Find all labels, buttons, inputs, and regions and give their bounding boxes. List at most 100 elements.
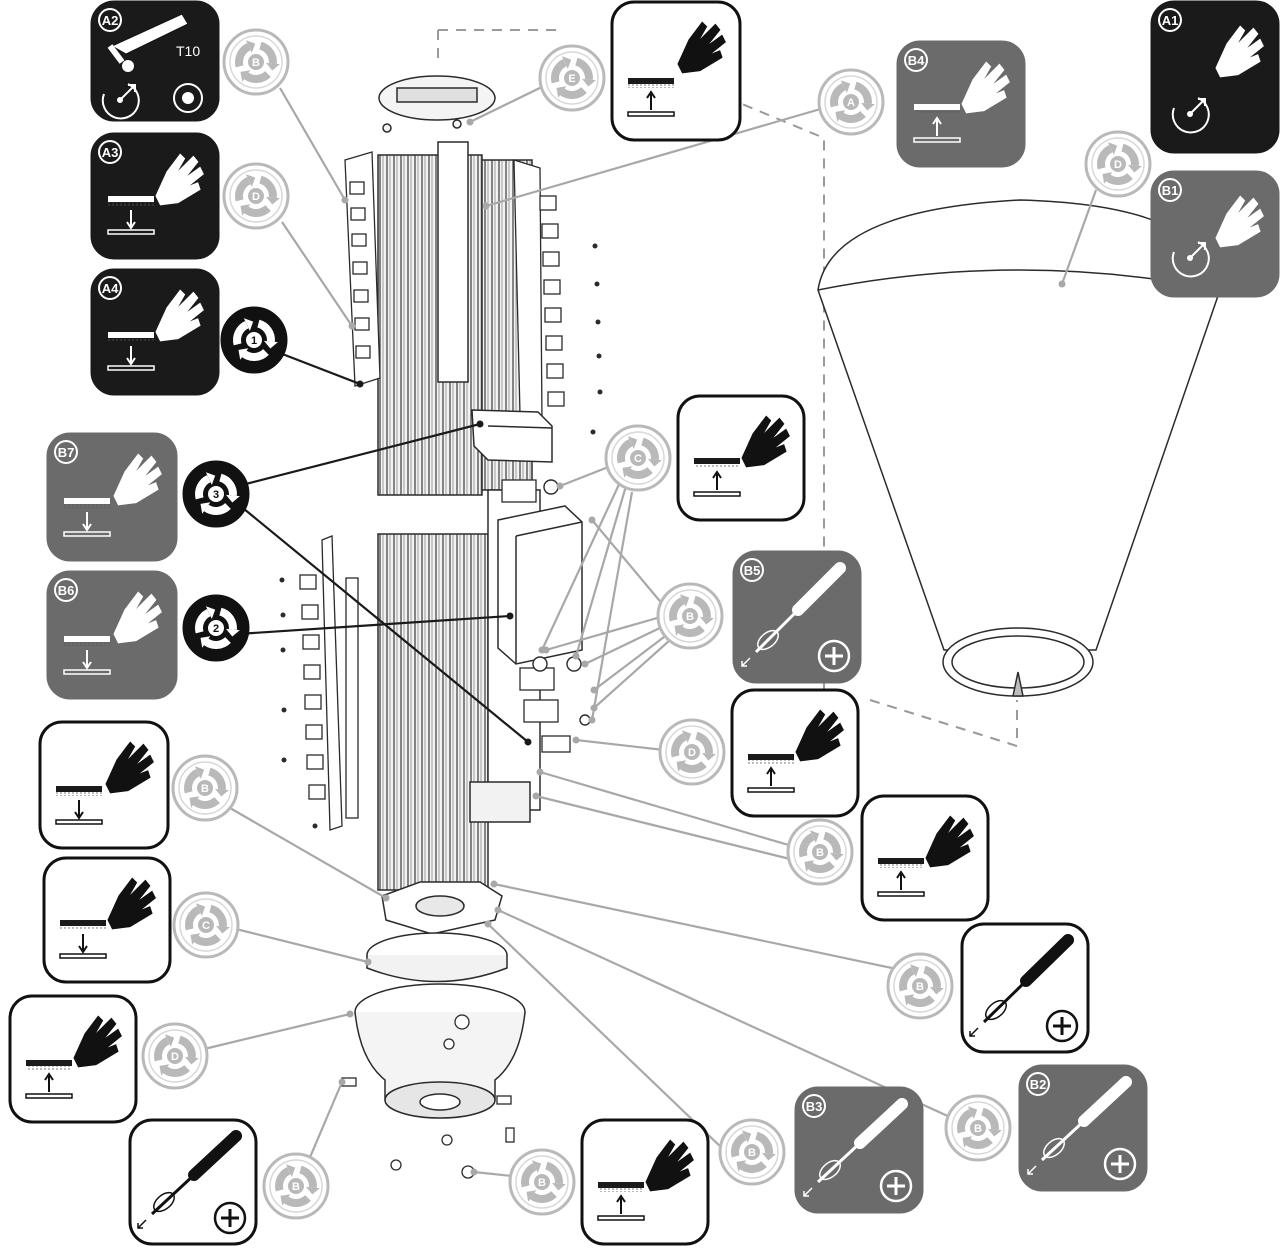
- recycle-letter: B: [292, 1181, 300, 1193]
- leader-dot: [490, 880, 498, 888]
- recycle-arrow-head: [226, 494, 240, 503]
- recycle-arrow: [677, 624, 705, 637]
- rotate-ellipse-icon: [153, 1191, 175, 1213]
- recycle-arrow: [298, 1165, 317, 1188]
- recycle-inner-ring: [824, 75, 878, 129]
- base-bar-icon: [63, 531, 111, 537]
- recycle-symbol-r-d-mid: D: [658, 718, 726, 786]
- screwdriver-shaft: [754, 608, 800, 654]
- base-bar-icon: [627, 111, 675, 117]
- recycle-arrow-head: [762, 1152, 776, 1161]
- recycle-arrow-head: [194, 766, 205, 779]
- recycle-letter-bg: [246, 332, 262, 348]
- recycle-inner-ring: [663, 589, 717, 643]
- recycle-arrow-head: [840, 80, 851, 93]
- hand-icon: [113, 453, 162, 506]
- recycle-arrow-head: [266, 62, 280, 71]
- phillips-plus-icon: [1111, 1155, 1129, 1173]
- leader-dot: [382, 894, 390, 902]
- recycle-arrow: [154, 1036, 170, 1062]
- recycle-arrow: [922, 965, 941, 988]
- recycle-symbol-r-b-bot1: B: [944, 1094, 1012, 1162]
- arrow-up-icon: [932, 116, 942, 136]
- panel-badge-inner: [100, 142, 120, 162]
- leader-line: [469, 83, 549, 123]
- recycle-arrow: [184, 768, 200, 794]
- recycle-letter: D: [252, 191, 260, 203]
- leader-line: [271, 348, 361, 386]
- leader-dot: [346, 1010, 354, 1018]
- leader-dot: [1058, 280, 1066, 288]
- leader-line: [487, 923, 725, 1151]
- hand-icon: [795, 709, 844, 762]
- recycle-arrow-head: [205, 472, 216, 485]
- base-bar-icon: [107, 229, 155, 235]
- part-bar-icon: [108, 332, 154, 338]
- hand-icon: [155, 289, 204, 342]
- part-bar-icon: [108, 196, 154, 202]
- small-arrow-icon: [137, 1219, 147, 1229]
- leader-dot: [542, 646, 550, 654]
- recycle-inner-ring: [227, 313, 281, 367]
- leader-line: [485, 106, 825, 208]
- recycle-arrow-head: [909, 964, 920, 977]
- recycle-symbol-r-b-bot4: B: [262, 1152, 330, 1220]
- phillips-plus-icon: [1053, 1017, 1071, 1035]
- recycle-letter: B: [686, 611, 694, 623]
- leader-line: [590, 491, 634, 721]
- recycle-arrow-head: [216, 925, 230, 934]
- recycle-arrow-head: [809, 830, 820, 843]
- recycle-arrow-head: [1102, 172, 1113, 184]
- recycle-letter-bg: [843, 94, 859, 110]
- recycle-letter-bg: [564, 70, 580, 86]
- instruction-panel-a4: A4: [90, 268, 220, 396]
- screwdriver-handle: [188, 1130, 242, 1181]
- leader-dot: [556, 482, 564, 490]
- recycle-letter: 1: [251, 335, 257, 347]
- rotate-ellipse-icon: [985, 999, 1007, 1021]
- panel-badge-inner: [1160, 10, 1180, 30]
- recycle-arrow-head: [240, 204, 251, 216]
- arrow-up-icon: [896, 870, 906, 890]
- recycle-letter: B: [252, 57, 260, 69]
- upper-led-strip-left: [344, 151, 381, 387]
- leader-line: [237, 503, 529, 743]
- part-bar-icon: [26, 1060, 72, 1066]
- instruction-panel-w5: [960, 922, 1090, 1054]
- leader-dot: [581, 660, 589, 668]
- rotate-arc-icon: [101, 83, 140, 120]
- hand-icon: [1215, 195, 1264, 248]
- leader-line: [281, 221, 353, 327]
- recycle-arrow-head: [676, 760, 687, 772]
- recycle-arrow: [907, 994, 935, 1007]
- recycle-inner-ring: [951, 1101, 1005, 1155]
- leader-dot: [506, 612, 514, 620]
- recycle-letter: D: [1114, 159, 1122, 171]
- panel-background: [8, 994, 138, 1124]
- part-bar-icon: [628, 78, 674, 84]
- leader-line: [229, 807, 387, 899]
- recycle-symbol-r-c-mid: C: [604, 424, 672, 492]
- hand-icon: [961, 61, 1010, 114]
- arrow-icon: [119, 84, 136, 101]
- instruction-panel-w4: [860, 794, 990, 922]
- arrow-down-icon: [78, 934, 88, 954]
- panel-label: B5: [744, 563, 761, 578]
- recycle-arrow: [521, 1162, 537, 1188]
- small-arrow-icon: [1027, 1165, 1037, 1175]
- recycle-arrow: [195, 474, 211, 500]
- small-arrow-icon: [803, 1187, 813, 1197]
- leader-line: [237, 422, 481, 488]
- arrow-down-icon: [126, 346, 136, 366]
- recycle-arrow-head: [627, 436, 638, 449]
- recycle-arrow-head: [736, 1160, 747, 1172]
- part-texture: [64, 504, 110, 508]
- recycle-arrow-head: [674, 624, 685, 636]
- recycle-symbol-r-b-left: B: [171, 754, 239, 822]
- leader-dot: [494, 906, 502, 914]
- screwdriver-handle: [854, 1098, 908, 1149]
- recycle-inner-ring: [515, 1155, 569, 1209]
- panel-badge-inner: [742, 560, 762, 580]
- recycle-inner-ring: [545, 51, 599, 105]
